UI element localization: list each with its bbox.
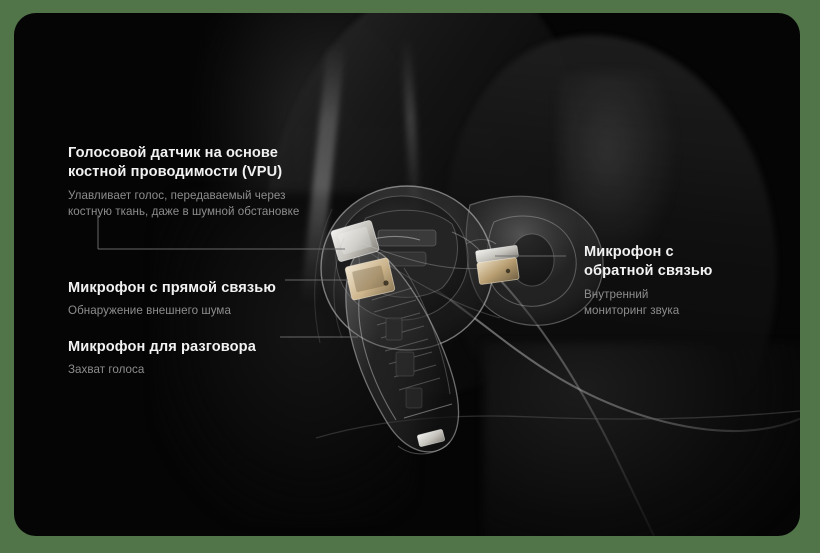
callout-feedforward-subtitle: Обнаружение внешнего шума (68, 304, 231, 318)
callout-feedback: Микрофон с обратной связью Внутренний мо… (584, 243, 744, 319)
talk-mic-module (344, 257, 396, 301)
internal-wire-group (333, 237, 501, 339)
feedforward-mic-module (330, 220, 380, 262)
stem-group (345, 249, 460, 455)
stem-pcb-group (371, 287, 441, 409)
callout-vpu-title: Голосовой датчик на основе костной прово… (68, 145, 283, 181)
callout-talk-title: Микрофон для разговора (68, 339, 256, 355)
callout-feedforward-title: Микрофон с прямой связью (68, 280, 276, 296)
driver-coil-plate (377, 229, 437, 247)
stem-bottom-cap (397, 441, 451, 455)
callout-feedback-title: Микрофон с обратной связью (584, 244, 713, 280)
cable-curve-left (314, 208, 333, 344)
cable-curve-tertiary (315, 410, 800, 439)
callout-feedforward: Микрофон с прямой связью Обнаружение вне… (68, 279, 328, 319)
callout-vpu-subtitle: Улавливает голос, передаваемый через кос… (68, 188, 300, 218)
earbud-xray-render (320, 185, 604, 455)
stem-bottom-seam (403, 403, 453, 419)
product-diagram-card: Голосовой датчик на основе костной прово… (14, 13, 800, 536)
callout-feedback-subtitle: Внутренний мониторинг звука (584, 287, 680, 317)
feedback-mic-module (475, 245, 520, 285)
connector-lines (97, 215, 566, 338)
stem-edge-line (403, 267, 451, 395)
stem-mic-module (417, 429, 445, 447)
callout-talk: Микрофон для разговора Захват голоса (68, 338, 328, 378)
stem-shell (345, 249, 460, 453)
callout-vpu: Голосовой датчик на основе костной прово… (68, 144, 338, 220)
callout-talk-subtitle: Захват голоса (68, 363, 145, 377)
